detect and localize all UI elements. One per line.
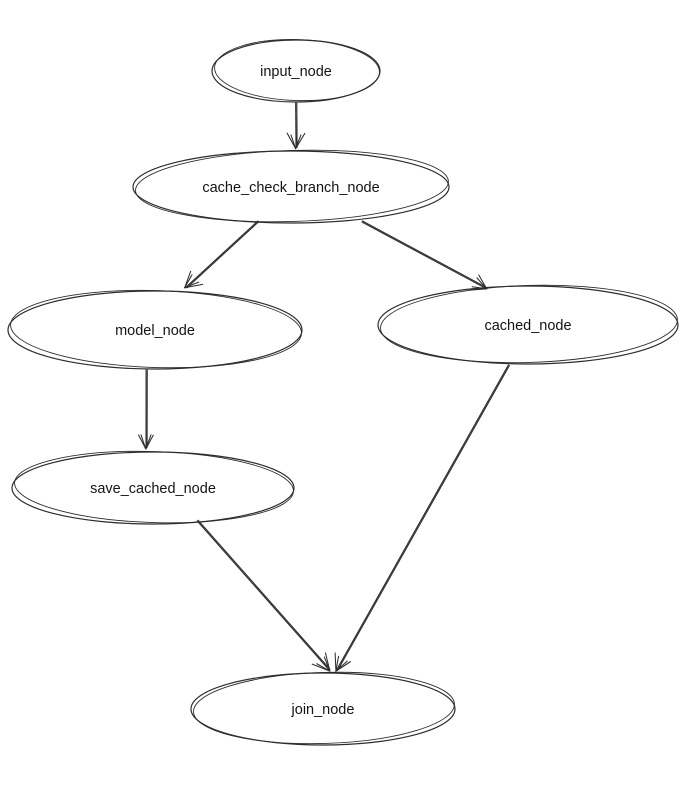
arrowhead-stroke bbox=[145, 434, 154, 450]
edge-shaft bbox=[337, 364, 510, 671]
edge-shaft bbox=[197, 519, 331, 670]
arrowhead-stroke bbox=[184, 283, 204, 289]
arrowhead-stroke bbox=[471, 286, 488, 290]
arrowhead-stroke bbox=[138, 434, 147, 450]
node-ellipse-sketch-input_node bbox=[214, 38, 380, 102]
node-label-join_node: join_node bbox=[291, 702, 355, 718]
node-label-save_cached_node: save_cached_node bbox=[90, 481, 216, 497]
node-model_node: model_node bbox=[7, 289, 303, 370]
edge-shaft bbox=[361, 220, 487, 288]
edge-model_node-to-save_cached_node bbox=[138, 369, 154, 450]
node-input_node: input_node bbox=[211, 38, 381, 103]
node-ellipse-model_node bbox=[7, 290, 303, 370]
node-ellipse-cache_check_branch_node bbox=[132, 150, 450, 224]
arrowhead-stroke bbox=[476, 277, 488, 290]
edge-shaft bbox=[185, 220, 259, 288]
edge-cache_check_branch_node-to-cached_node bbox=[361, 220, 488, 291]
arrowhead-stroke bbox=[334, 652, 337, 672]
edge-cached_node-to-join_node bbox=[334, 364, 510, 672]
node-label-model_node: model_node bbox=[115, 323, 195, 339]
edge-shaft bbox=[336, 364, 509, 671]
node-label-cached_node: cached_node bbox=[484, 318, 571, 334]
arrowhead-stroke bbox=[286, 132, 297, 150]
edge-input_node-to-cache_check_branch_node bbox=[286, 102, 306, 150]
node-ellipse-sketch-cache_check_branch_node bbox=[135, 149, 449, 223]
edge-cache_check_branch_node-to-model_node bbox=[184, 220, 260, 289]
node-label-input_node: input_node bbox=[260, 64, 332, 80]
arrowhead-stroke bbox=[478, 274, 488, 290]
node-ellipse-sketch-save_cached_node bbox=[14, 450, 294, 524]
node-ellipse-sketch-cached_node bbox=[380, 284, 678, 364]
edge-save_cached_node-to-join_node bbox=[196, 519, 331, 672]
node-ellipse-input_node bbox=[211, 39, 381, 103]
edge-shaft bbox=[196, 520, 330, 671]
arrowhead-stroke bbox=[324, 652, 331, 672]
edge-shaft bbox=[186, 221, 260, 289]
edge-shaft bbox=[361, 221, 487, 289]
node-label-cache_check_branch_node: cache_check_branch_node bbox=[202, 180, 379, 196]
node-ellipse-cached_node bbox=[377, 285, 679, 365]
node-save_cached_node: save_cached_node bbox=[11, 450, 295, 525]
node-cached_node: cached_node bbox=[377, 284, 679, 365]
node-join_node: join_node bbox=[190, 671, 456, 746]
node-cache_check_branch_node: cache_check_branch_node bbox=[132, 149, 450, 224]
arrowhead-stroke bbox=[184, 270, 192, 289]
arrowhead-stroke bbox=[311, 663, 331, 672]
node-ellipse-save_cached_node bbox=[11, 451, 295, 525]
node-ellipse-sketch-join_node bbox=[193, 671, 455, 745]
arrowhead-stroke bbox=[184, 281, 200, 289]
arrowhead-stroke bbox=[469, 288, 488, 291]
node-ellipse-join_node bbox=[190, 672, 456, 746]
arrowhead-stroke bbox=[335, 661, 352, 672]
node-ellipse-sketch-model_node bbox=[10, 289, 302, 369]
arrowhead-stroke bbox=[295, 132, 306, 150]
